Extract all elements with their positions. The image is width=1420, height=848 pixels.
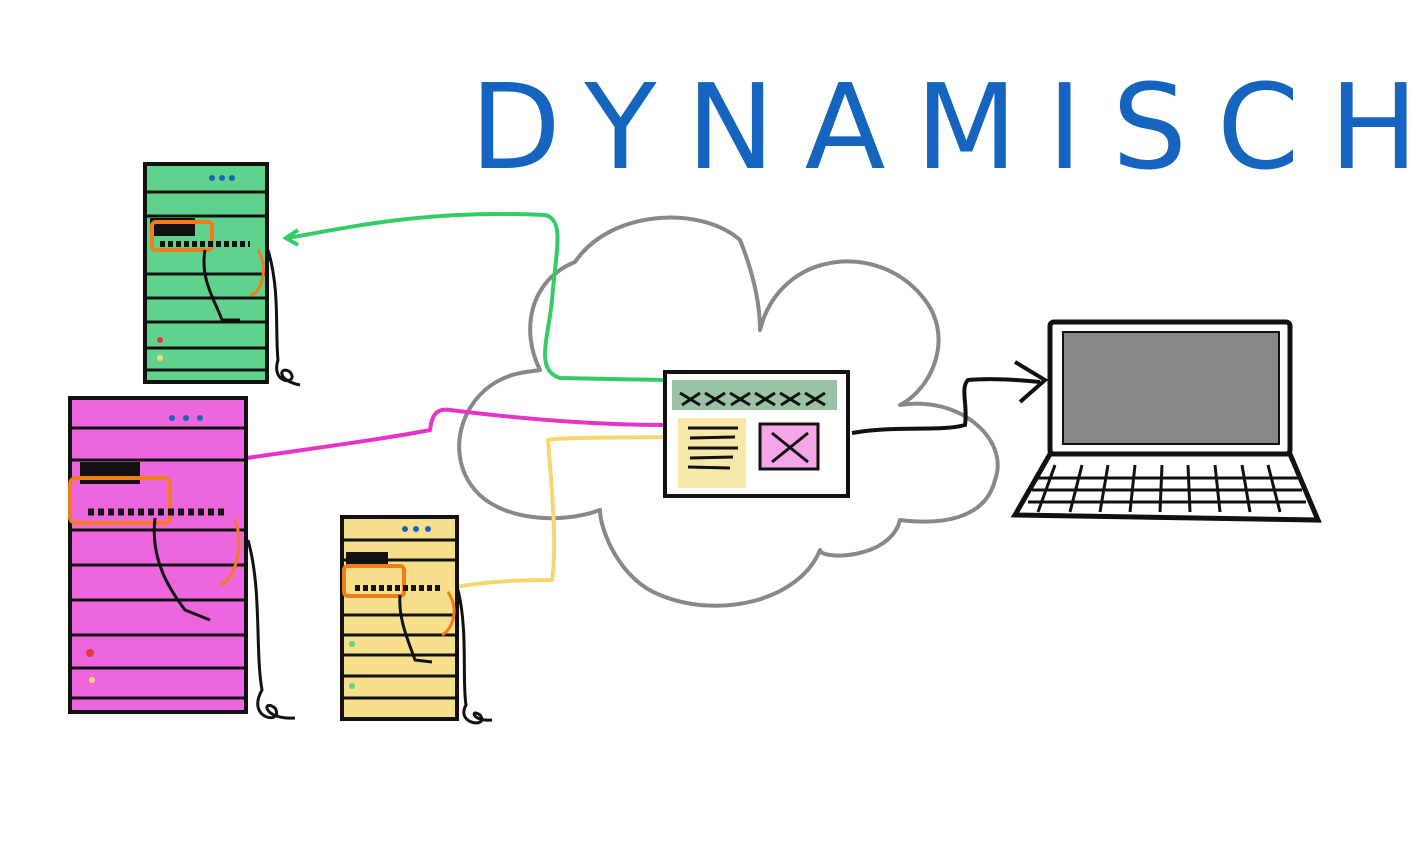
webpage-text-block (678, 418, 746, 488)
laptop-arrowhead (1013, 360, 1049, 404)
green-connection (287, 212, 666, 382)
cloud-icon (457, 215, 1000, 608)
pink-connection (246, 407, 666, 460)
server-rack-icon (143, 162, 301, 387)
diagram-title: DYNAMISCH (470, 58, 1420, 196)
laptop-icon (1010, 319, 1322, 523)
webpage-icon (663, 370, 850, 498)
server-rack-icon (68, 396, 296, 720)
laptop-connection (851, 377, 1041, 435)
green-arrowhead (282, 228, 300, 247)
yellow-connection (449, 435, 666, 590)
server-rack-icon (340, 515, 493, 725)
laptop-screen (1062, 331, 1280, 445)
